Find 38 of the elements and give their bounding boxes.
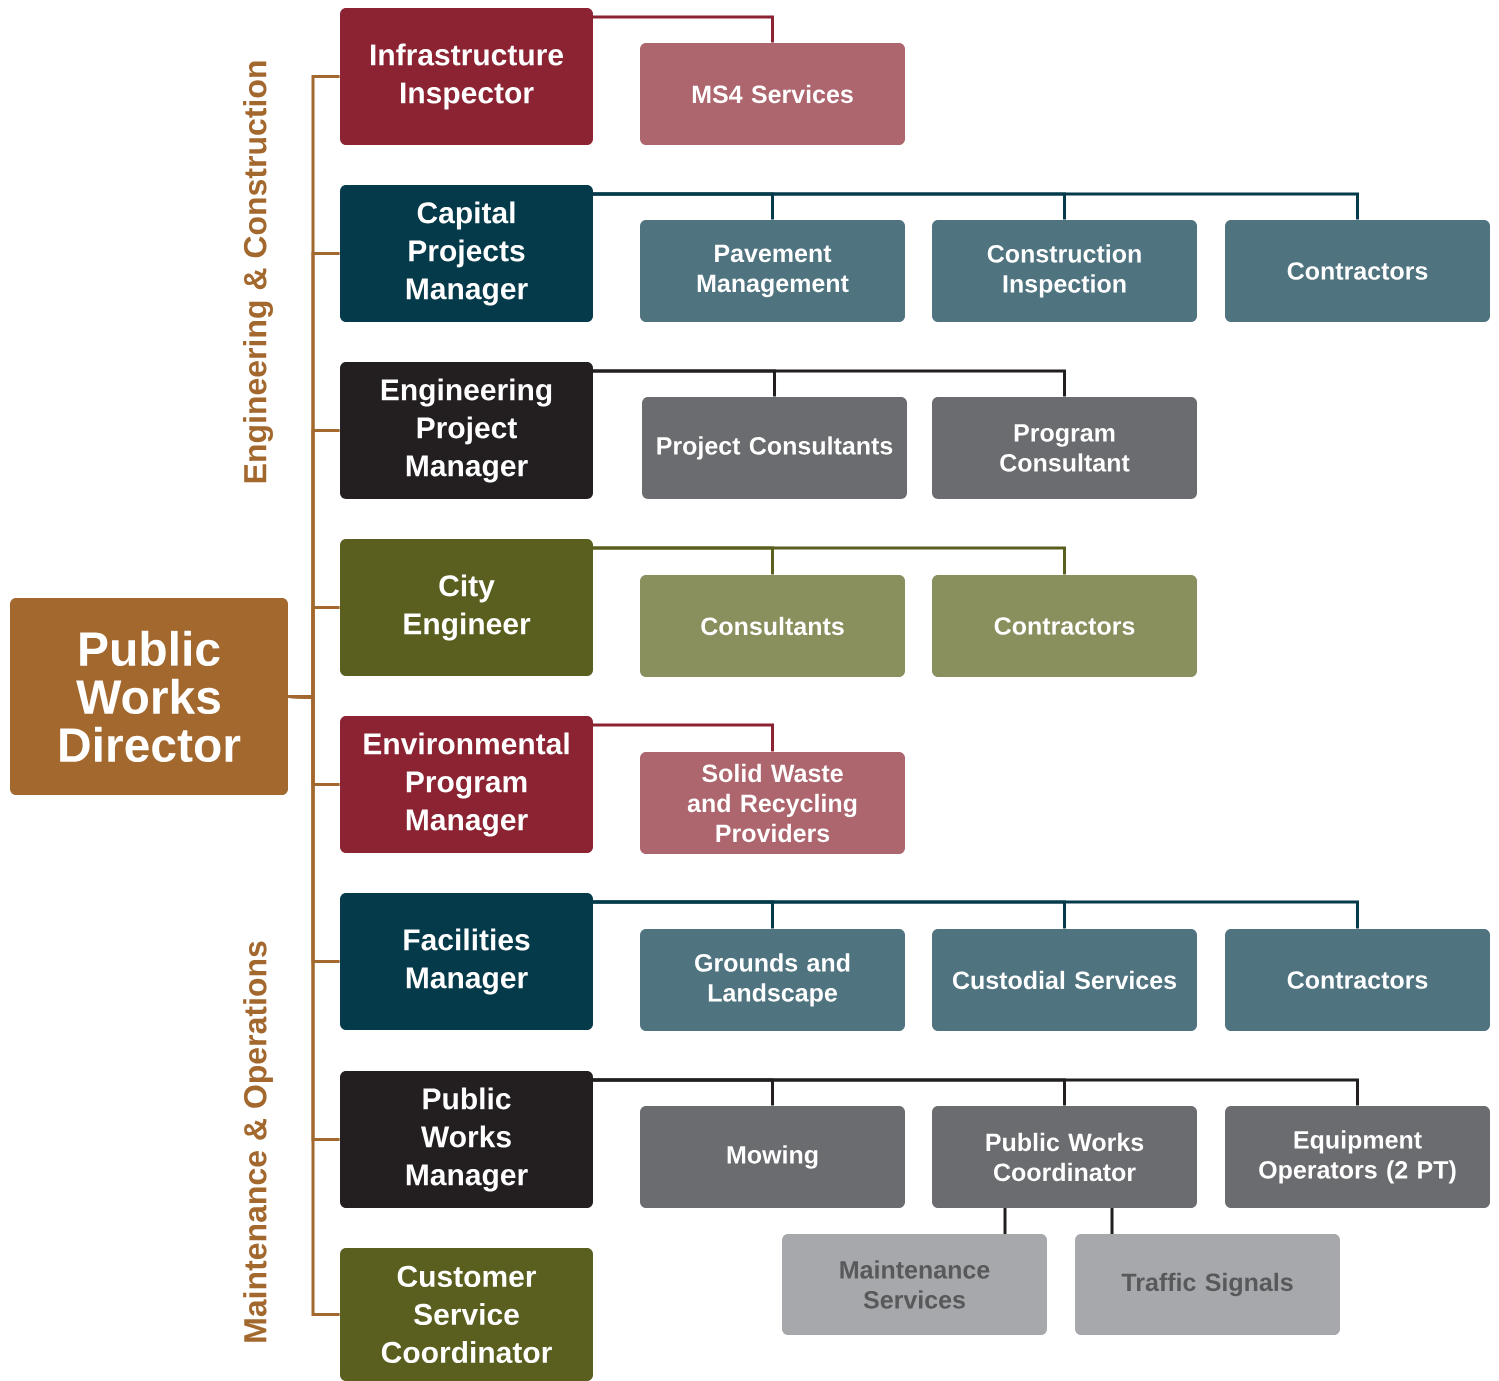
team-box: Custodial Services (932, 929, 1197, 1031)
team-box: Equipment Operators (2 PT) (1225, 1106, 1490, 1208)
connector-line (593, 546, 1066, 575)
manager-box: Facilities Manager (340, 893, 593, 1030)
team-box: Grounds and Landscape (640, 929, 905, 1031)
team-box: Contractors (1225, 220, 1490, 322)
connector-line (593, 192, 1359, 220)
connector-line (1110, 1208, 1114, 1234)
connector-line (593, 1078, 1359, 1106)
manager-box: Capital Projects Manager (340, 185, 593, 322)
team-box: Mowing (640, 1106, 905, 1208)
team-box: Construction Inspection (932, 220, 1197, 322)
section-label: Engineering & Construction (243, 61, 273, 483)
team-box: Consultants (640, 575, 905, 677)
director-box: Public Works Director (10, 598, 288, 795)
connector-line (288, 695, 340, 1316)
team-box: Solid Waste and Recycling Providers (640, 752, 905, 854)
team-box: Project Consultants (642, 397, 907, 499)
connector-line (1003, 1208, 1007, 1234)
team-box: Pavement Management (640, 220, 905, 322)
connector-line (593, 723, 774, 752)
team-box: MS4 Services (640, 43, 905, 145)
team-box: Maintenance Services (782, 1234, 1047, 1335)
manager-box: Infrastructure Inspector (340, 8, 593, 145)
section-label: Maintenance & Operations (243, 941, 273, 1342)
connector-line (593, 15, 774, 43)
team-box: Contractors (932, 575, 1197, 677)
manager-box: Public Works Manager (340, 1071, 593, 1208)
team-box: Contractors (1225, 929, 1490, 1031)
team-box: Program Consultant (932, 397, 1197, 499)
manager-box: Engineering Project Manager (340, 362, 593, 499)
connector-line (593, 900, 1359, 929)
team-box: Traffic Signals (1075, 1234, 1340, 1335)
manager-box: City Engineer (340, 539, 593, 676)
manager-box: Customer Service Coordinator (340, 1248, 593, 1381)
manager-box: Environmental Program Manager (340, 716, 593, 853)
connector-line (593, 369, 1066, 397)
team-box: Public Works Coordinator (932, 1106, 1197, 1208)
